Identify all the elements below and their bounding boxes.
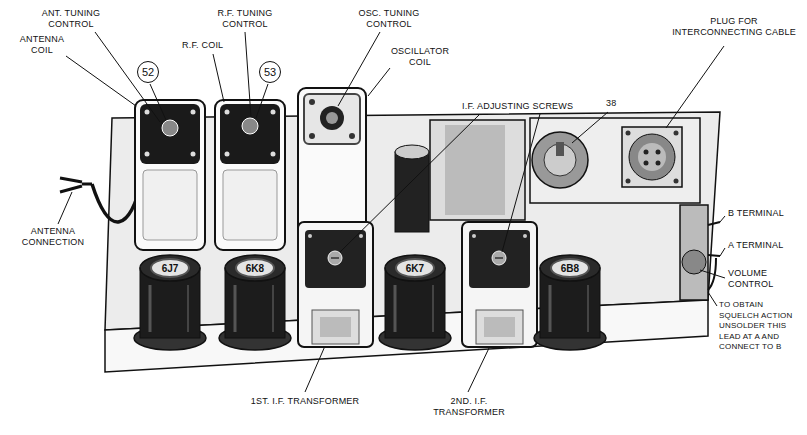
tuning-screw [162,120,178,136]
part-label: TO OBTAIN SQUELCH ACTION UNSOLDER THIS L… [719,300,803,353]
node-text: 6B8 [561,263,579,274]
part-label: ANTENNA CONNECTION [10,226,96,248]
part-label: PLUG FOR INTERCONNECTING CABLE [666,16,802,38]
first-if-transformer [298,222,373,347]
part-label: OSC. TUNING CONTROL [345,8,433,30]
part-label: R.F. COIL [182,40,242,51]
second-if-transformer [462,222,537,347]
part-label: ANTENNA COIL [14,34,70,56]
rf-coil [215,100,285,250]
socket-38 [532,132,588,188]
node-text: 6K8 [246,263,264,274]
part-label: ANT. TUNING CONTROL [30,8,112,30]
power-block [430,120,525,220]
part-label: 38 [606,98,626,109]
rear-panel [530,118,700,203]
plug [622,127,682,187]
part-label: VOLUME CONTROL [728,268,788,290]
tube-label: 6K8 [235,258,275,278]
tube [134,255,206,350]
tuning-screw [242,118,258,134]
part-label: A TERMINAL [728,240,802,251]
tube-label: 6B8 [550,258,590,278]
node-text: 53 [264,66,276,78]
volume-control [680,205,720,300]
part-label: B TERMINAL [728,208,802,219]
tube [219,255,291,350]
tube [534,255,606,350]
callout-number: 53 [259,61,281,83]
small-tube [395,145,429,232]
part-label: OSCILLATOR COIL [384,46,456,68]
part-label: R.F. TUNING CONTROL [204,8,286,30]
part-label: 2ND. I.F. TRANSFORMER [414,396,524,418]
node-text: 6J7 [162,263,179,274]
callout-number: 52 [137,61,159,83]
tube [379,255,451,350]
node-text: 6K7 [406,263,424,274]
antenna-lug [60,178,92,192]
part-label: I.F. ADJUSTING SCREWS [462,101,602,112]
tube-label: 6J7 [150,258,190,278]
tube-label: 6K7 [395,258,435,278]
antenna-coil [135,100,205,250]
part-label: 1ST. I.F. TRANSFORMER [250,396,360,407]
node-text: 52 [142,66,154,78]
leader-lines [58,32,725,392]
